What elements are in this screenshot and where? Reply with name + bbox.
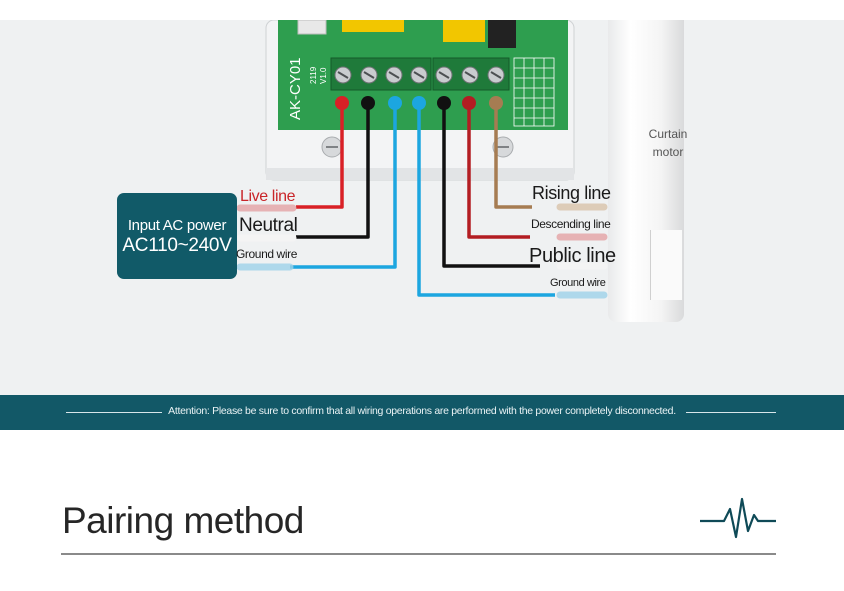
motor-spec-sticker — [650, 230, 682, 300]
attention-rule-right — [686, 412, 776, 413]
motor-label-line2: motor — [652, 145, 684, 159]
wire-descending — [467, 103, 530, 239]
board-code: 2119 — [309, 66, 318, 84]
ground-wire-right-label: Ground wire — [550, 277, 606, 289]
ground-wire-left-label: Ground wire — [236, 247, 297, 261]
section-divider — [61, 553, 776, 555]
wire-ground-left — [290, 103, 397, 269]
descending-line-label: Descending line — [531, 217, 611, 231]
input-power-label: Input AC power — [127, 217, 227, 234]
wire-public — [442, 103, 540, 268]
cable-stubs — [236, 203, 608, 299]
relay-left — [342, 20, 404, 32]
input-voltage-label: AC110~240V — [122, 235, 232, 256]
wire-rising — [494, 103, 532, 209]
terminal-screws — [334, 66, 505, 84]
input-power-box: Input AC power AC110~240V — [117, 193, 237, 279]
pulse-icon — [700, 497, 776, 539]
dip-switch-table — [513, 57, 555, 127]
rising-line-label: Rising line — [532, 183, 611, 203]
section-title: Pairing method — [62, 500, 304, 541]
board-version: V1.0 — [319, 67, 328, 84]
wires — [290, 103, 555, 297]
neutral-label: Neutral — [239, 215, 298, 236]
live-line-label: Live line — [240, 188, 296, 205]
board-model: AK-CY01 — [287, 57, 304, 120]
relay-right — [443, 20, 485, 42]
attention-banner: Attention: Please be sure to confirm tha… — [0, 395, 844, 430]
attention-text: Attention: Please be sure to confirm tha… — [168, 405, 676, 417]
public-line-label: Public line — [529, 245, 616, 267]
wiring-diagram: AK-CY01 2119 V1.0 — [0, 20, 844, 395]
wire-terminal-dots — [335, 96, 503, 110]
wiring-diagram-graphic: AK-CY01 2119 V1.0 — [236, 20, 608, 299]
cropped-text-row — [64, 564, 784, 570]
wire-live — [296, 103, 344, 209]
motor-label-line1: Curtain — [648, 127, 688, 141]
wire-neutral — [296, 103, 370, 239]
motor-label: Curtain motor — [646, 125, 690, 161]
wire-ground-right — [417, 103, 555, 297]
attention-rule-left — [66, 412, 162, 413]
